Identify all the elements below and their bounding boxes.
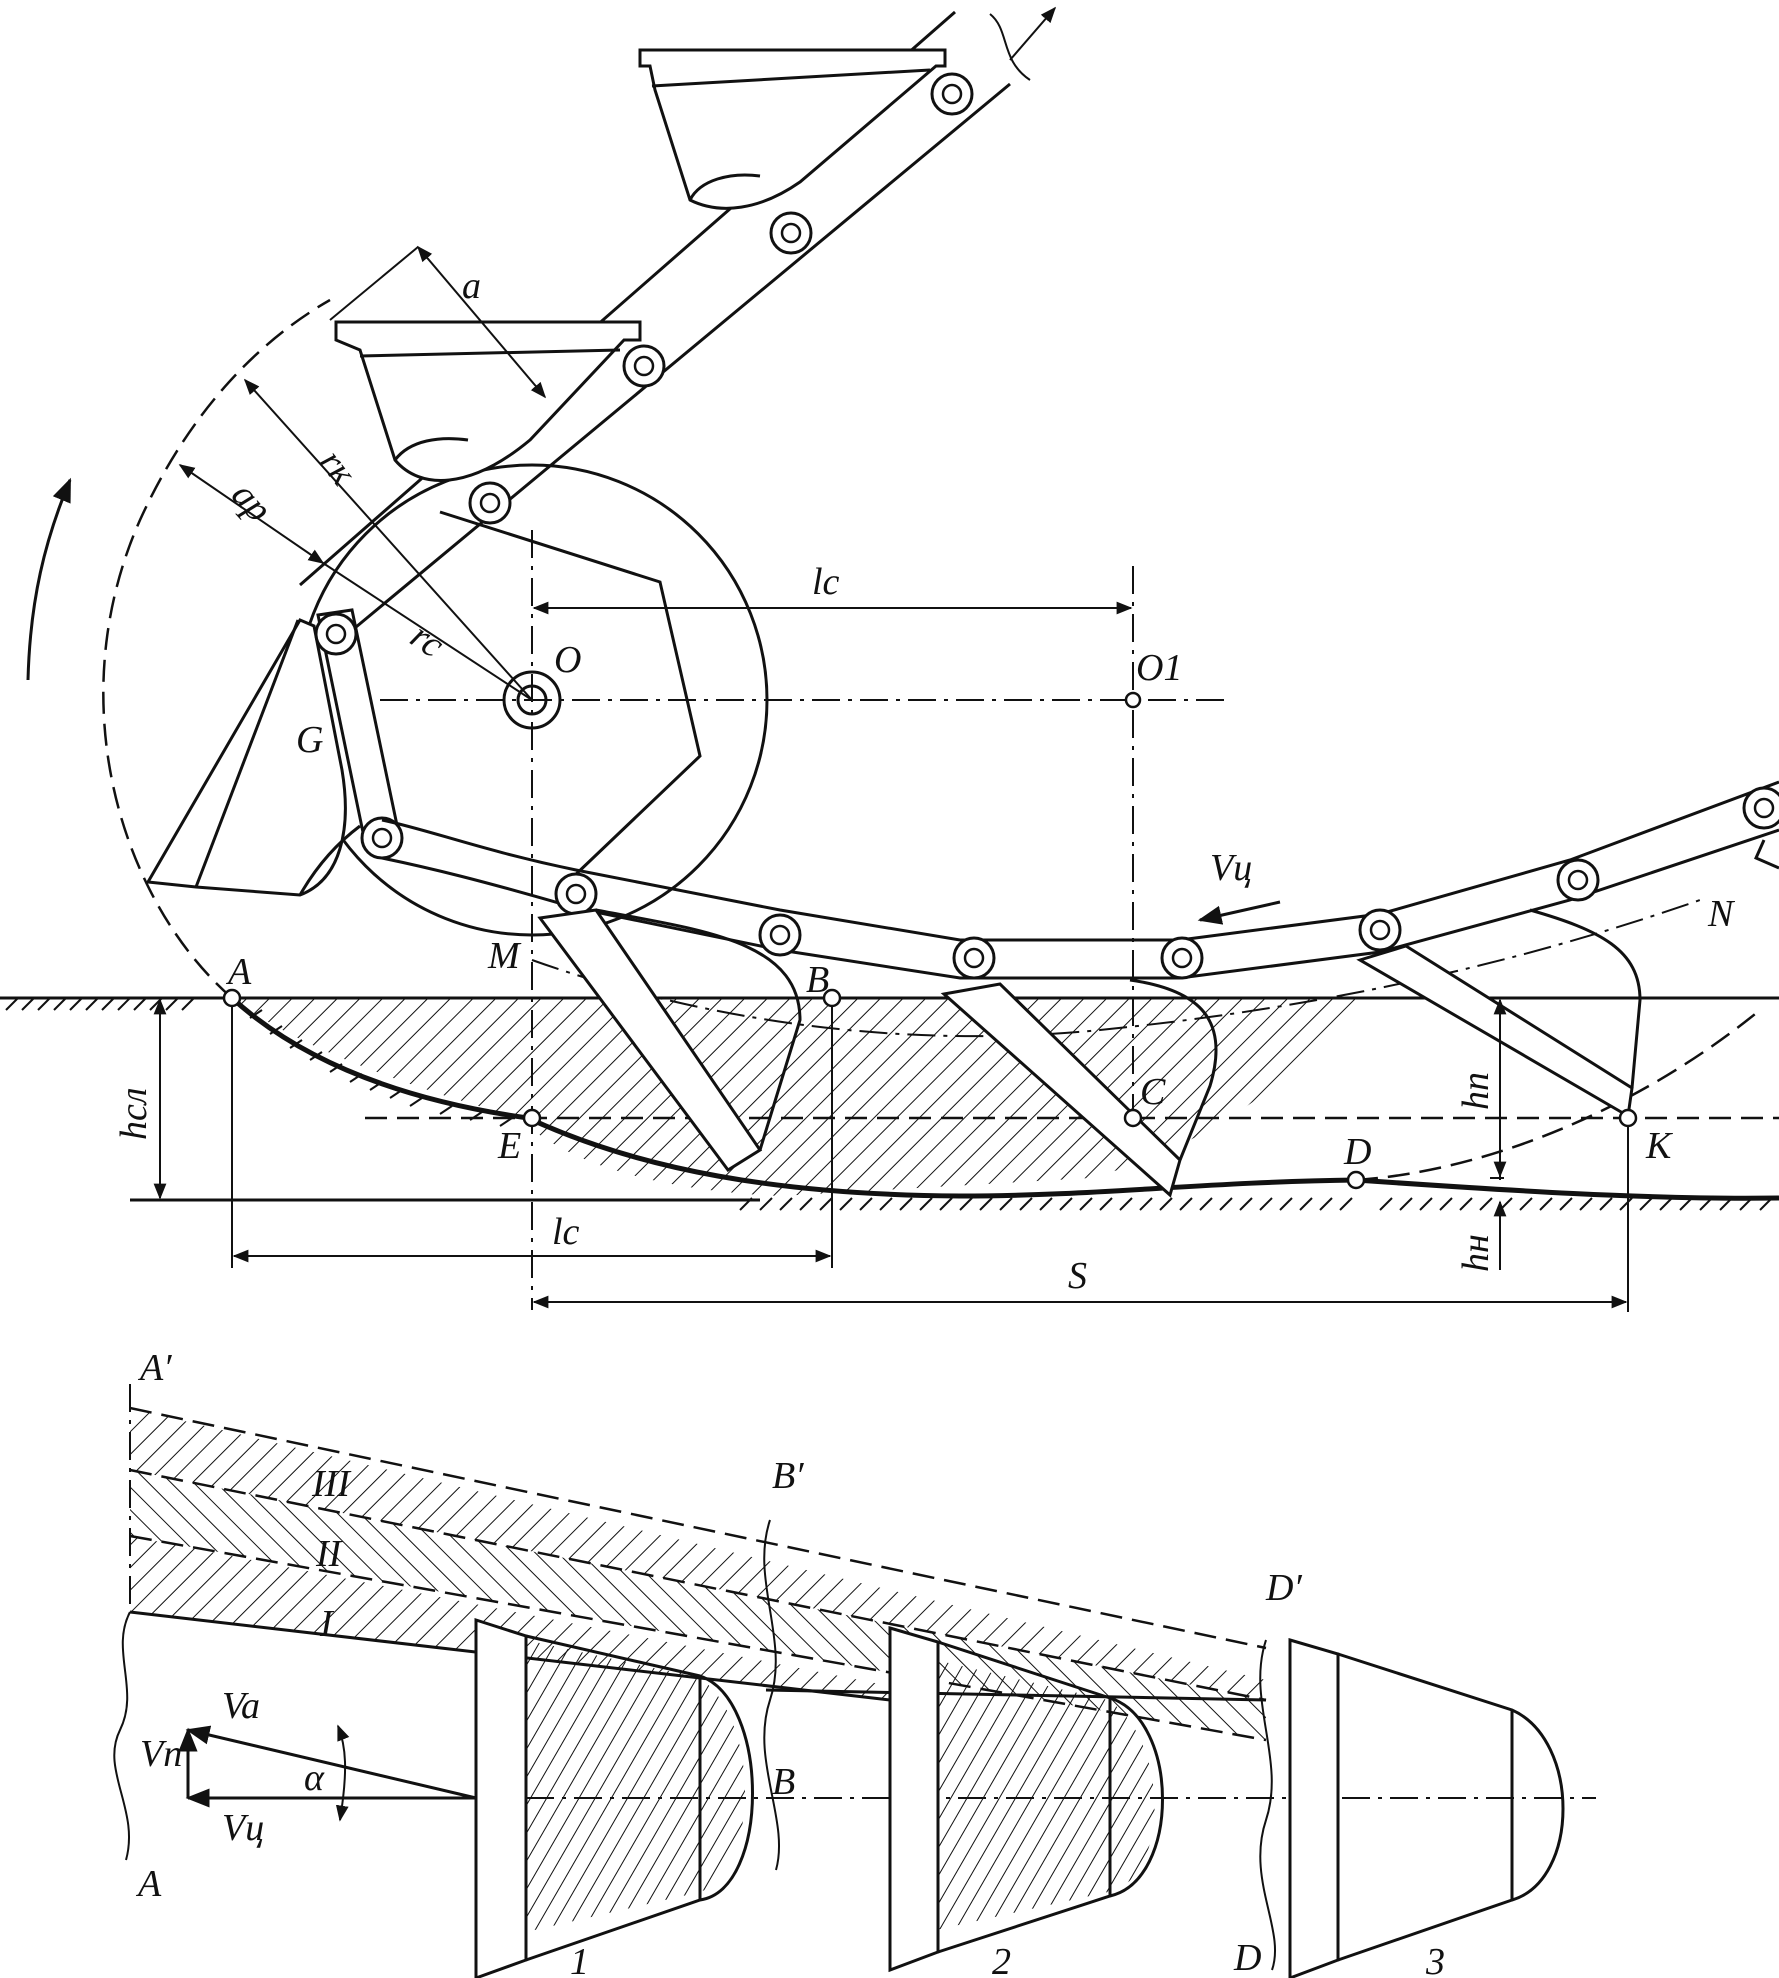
label-layer-III: III xyxy=(311,1463,352,1505)
label-O: O xyxy=(554,639,581,681)
label-B-prime: B′ xyxy=(772,1455,804,1497)
label-Vts-top: Vц xyxy=(1210,847,1252,889)
label-layer-I: I xyxy=(319,1603,335,1645)
label-Va: Va xyxy=(222,1685,260,1727)
bucket-trajectory-arc xyxy=(102,298,331,999)
label-a: a xyxy=(462,265,481,307)
dim-ap xyxy=(178,464,325,564)
bucket-plan-3 xyxy=(1288,1638,1565,1978)
label-lc-top: lc xyxy=(812,561,840,603)
label-M: M xyxy=(487,935,522,977)
label-rk: rк xyxy=(311,442,365,494)
label-O1: O1 xyxy=(1136,647,1182,689)
bucket-plan-2 xyxy=(888,1626,1164,1973)
trench-bottom-hatch xyxy=(249,1009,1773,1211)
bucket-plan-1 xyxy=(474,1617,754,1978)
trajectory-arc-D xyxy=(1355,1009,1761,1182)
label-layer-II: II xyxy=(315,1533,344,1575)
bucket-second xyxy=(334,320,642,482)
label-C: C xyxy=(1140,1071,1166,1113)
lower-chain-upper-edge xyxy=(381,780,1779,942)
layer-III xyxy=(130,1408,1266,1700)
label-bucket-2: 2 xyxy=(992,1941,1011,1978)
label-N: N xyxy=(1707,893,1736,935)
label-bucket-1: 1 xyxy=(570,1941,589,1978)
label-bucket-3: 3 xyxy=(1425,1941,1445,1978)
cut-soil-region xyxy=(232,998,1360,1196)
label-rc: rc xyxy=(403,615,452,667)
label-hp: hп xyxy=(1455,1072,1497,1110)
chain-break-mark xyxy=(989,13,1031,81)
radius-rc xyxy=(322,562,533,701)
label-E: E xyxy=(497,1125,521,1167)
label-D-bottom: D xyxy=(1233,1937,1261,1978)
incline-joints xyxy=(468,72,974,525)
label-G: G xyxy=(296,719,323,761)
rotation-arrow xyxy=(26,477,72,681)
label-A-bottom: A xyxy=(135,1863,162,1905)
label-ap: ap xyxy=(223,474,280,530)
label-hn: hн xyxy=(1455,1234,1497,1272)
trajectory-arc-MN xyxy=(531,899,1701,1038)
chain-velocity-arrow xyxy=(1197,900,1281,925)
label-D-prime: D′ xyxy=(1265,1567,1302,1609)
ground-hatch-left xyxy=(5,997,195,1011)
break-line-B xyxy=(763,1519,781,1871)
label-A: A xyxy=(225,951,252,993)
dim-a xyxy=(416,245,547,399)
velocity-Va xyxy=(185,1725,477,1800)
bucket-top xyxy=(638,48,947,210)
chain-rail-upper xyxy=(349,82,1011,634)
break-line-D xyxy=(1259,1639,1277,1971)
label-B: B xyxy=(806,959,829,1001)
label-Vp: Vп xyxy=(140,1733,182,1775)
lower-chain-joints xyxy=(554,786,1779,980)
angle-alpha-arc xyxy=(335,1724,350,1822)
label-D: D xyxy=(1343,1131,1371,1173)
label-B-bottom: B xyxy=(772,1761,795,1803)
break-line-A xyxy=(113,1611,131,1861)
label-hsl: hсл xyxy=(113,1088,155,1140)
point-markers xyxy=(222,691,1638,1190)
chain-direction-arrow xyxy=(1009,6,1057,61)
trench-bottom-profile xyxy=(230,996,1779,1201)
label-lc-bottom: lc xyxy=(552,1211,580,1253)
layer-I xyxy=(130,1536,890,1700)
label-Vts-bottom: Vц xyxy=(222,1807,264,1849)
label-K: K xyxy=(1645,1125,1673,1167)
label-S: S xyxy=(1068,1255,1087,1297)
label-A-prime: A′ xyxy=(137,1347,172,1389)
drum-hexagon xyxy=(439,510,702,880)
label-alpha: α xyxy=(304,1757,325,1799)
lower-chain-lower-edge xyxy=(381,828,1779,980)
radius-rk xyxy=(243,378,533,701)
